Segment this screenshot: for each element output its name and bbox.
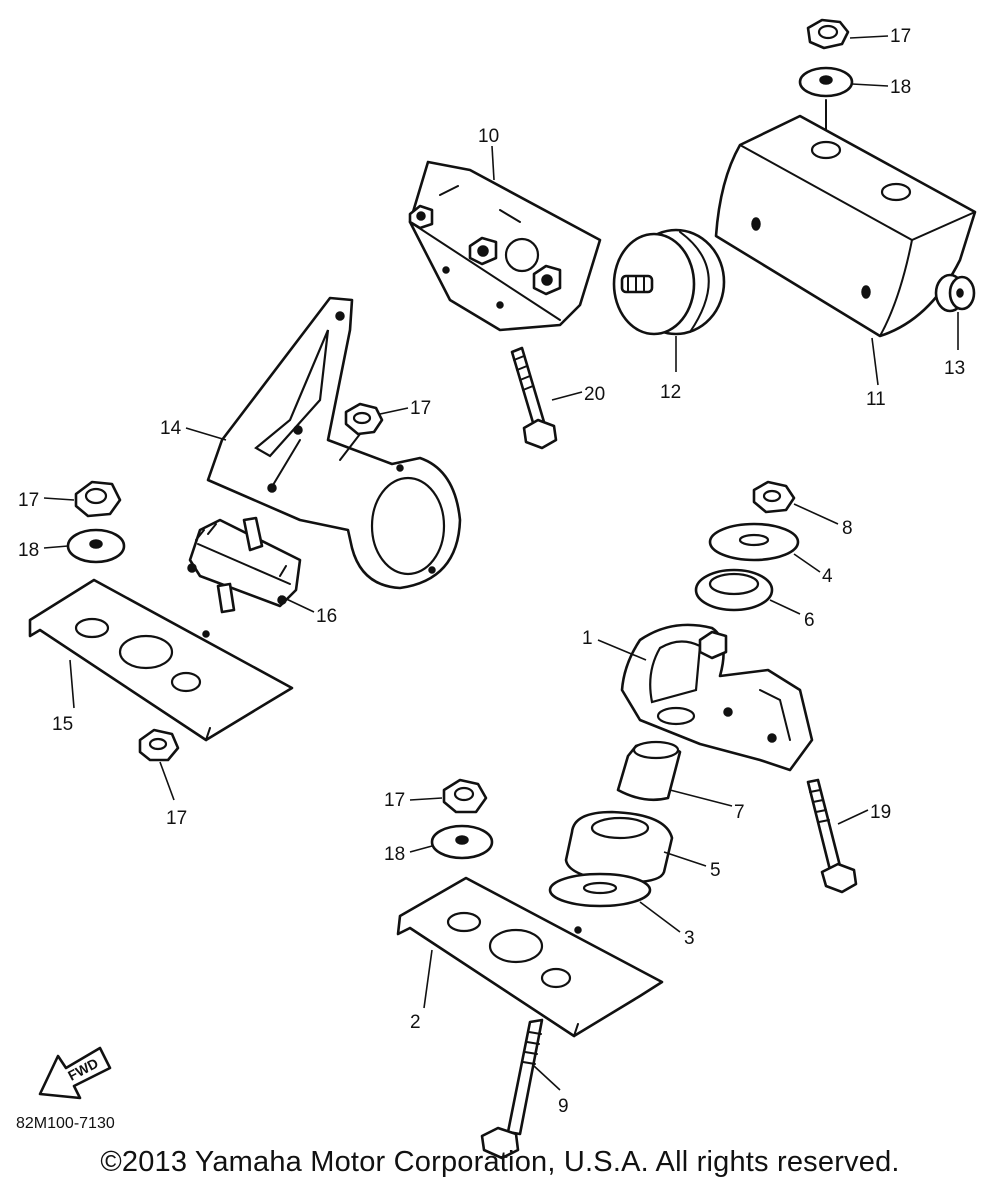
leader-17-center: [409, 797, 443, 801]
part-17-nut-mid: [344, 402, 384, 436]
leader-16: [279, 595, 315, 613]
part-5-rubber: [564, 810, 674, 884]
part-17-nut-left: [74, 480, 122, 518]
leader-2: [423, 949, 433, 1009]
diagram-code: 82M100-7130: [16, 1115, 115, 1132]
part-18-washer-left: [66, 528, 126, 564]
callout-18-center: 18: [384, 844, 405, 865]
callout-6: 6: [804, 610, 815, 631]
callout-17-mid: 17: [410, 398, 431, 419]
leader-17-left: [43, 497, 75, 501]
callout-15: 15: [52, 714, 73, 735]
callout-5: 5: [710, 860, 721, 881]
part-18-washer-top: [798, 66, 854, 98]
leader-5: [663, 851, 707, 867]
part-2-plate: [396, 876, 664, 1038]
leader-3: [639, 901, 681, 933]
part-19-bolt: [806, 778, 858, 894]
callout-12: 12: [660, 382, 681, 403]
callout-17-top: 17: [890, 26, 911, 47]
callout-1: 1: [582, 628, 593, 649]
leader-17-lower-left: [159, 761, 175, 801]
part-17-nut-center: [442, 778, 488, 814]
part-8-nut: [752, 480, 796, 514]
callout-13: 13: [944, 358, 965, 379]
leader-17-top: [849, 35, 889, 39]
callout-16: 16: [316, 606, 337, 627]
callout-2: 2: [410, 1012, 421, 1033]
leader-7: [669, 789, 733, 807]
leader-9: [533, 1065, 561, 1091]
part-3-washer: [548, 872, 652, 908]
callout-14: 14: [160, 418, 182, 439]
part-18-washer-center: [430, 824, 494, 860]
leader-15: [69, 659, 75, 709]
part-10-bracket: [408, 160, 602, 332]
fwd-arrow-icon: FWD: [38, 1046, 112, 1100]
part-20-bolt: [510, 346, 558, 450]
part-13-grommet: [934, 273, 976, 313]
callout-18-left: 18: [18, 540, 39, 561]
leader-10: [491, 145, 495, 181]
part-17-nut-top: [806, 18, 850, 50]
leader-20: [551, 391, 583, 401]
callout-3: 3: [684, 928, 695, 949]
callout-20: 20: [584, 384, 605, 405]
part-11-cover: [714, 114, 977, 338]
part-1-arm-bracket: [620, 623, 814, 772]
leader-8: [793, 503, 839, 525]
leader-14: [185, 427, 227, 441]
callout-18-top: 18: [890, 77, 911, 98]
leader-11: [871, 337, 879, 386]
part-17-nut-lower-left: [138, 728, 180, 762]
part-15-plate: [28, 578, 294, 742]
part-16-rubber-mount: [187, 516, 302, 614]
part-14-bracket: [206, 296, 462, 590]
callout-11: 11: [866, 389, 886, 410]
part-6-collar: [694, 568, 774, 612]
leader-6: [769, 599, 801, 615]
copyright-notice: ©2013 Yamaha Motor Corporation, U.S.A. A…: [100, 1146, 900, 1178]
callout-4: 4: [822, 566, 833, 587]
leader-18-center: [409, 845, 433, 853]
callout-9: 9: [558, 1096, 569, 1117]
leader-18-left: [43, 545, 69, 549]
callout-7: 7: [734, 802, 745, 823]
callout-17-left: 17: [18, 490, 39, 511]
leader-1: [597, 639, 647, 661]
part-12-mount: [612, 228, 726, 336]
leader-18-top: [851, 83, 889, 87]
callout-17-lower-left: 17: [166, 808, 187, 829]
leader-17-mid: [379, 407, 409, 415]
callout-8: 8: [842, 518, 853, 539]
part-4-washer: [708, 522, 800, 562]
callout-17-center: 17: [384, 790, 405, 811]
leader-19: [837, 809, 869, 825]
part-9-bolt: [480, 1018, 544, 1160]
part-7-bushing: [616, 740, 682, 802]
callout-19: 19: [870, 802, 891, 823]
callout-10: 10: [478, 126, 499, 147]
leader-4: [793, 553, 821, 573]
assembly-line-14: [269, 433, 361, 491]
